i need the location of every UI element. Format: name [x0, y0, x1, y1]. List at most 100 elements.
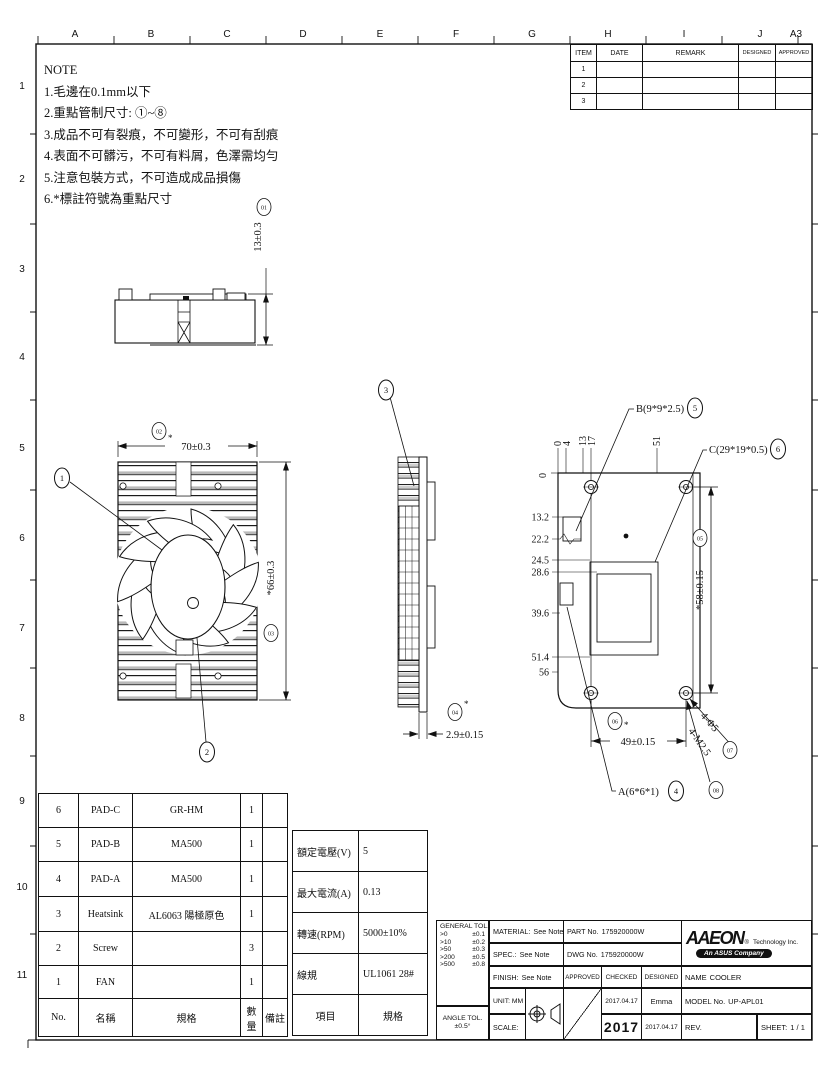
tol-value: ±0.1 [472, 931, 485, 938]
row-label: 4 [19, 352, 25, 363]
rev-header-remark: REMARK [642, 44, 739, 62]
note-line: 5.注意包裝方式，不可造成成品損傷 [44, 170, 241, 185]
dim-id-08: 08 [713, 789, 719, 795]
row-label: 8 [19, 713, 25, 724]
col-label: C [223, 29, 230, 40]
note-line: 2.重點管制尺寸: ①~⑧ [44, 106, 167, 120]
col-label: D [299, 29, 306, 40]
hole-dia-label: 4-Φ5 [698, 711, 721, 735]
top-dim-13: 13 [578, 436, 589, 446]
brand-suffix: Technology Inc. [752, 938, 799, 946]
bom-cell: 1 [240, 793, 263, 828]
approved-label: APPROVED [565, 973, 600, 981]
tol-range: >500 [440, 961, 455, 969]
pad-c-balloon: 6 [776, 444, 780, 454]
dim-49: 49±0.15 [621, 737, 656, 748]
angle-tol-title: ANGLE TOL. [442, 1015, 483, 1022]
general-tol-title: GENERAL TOL. [440, 923, 489, 930]
bom-cell: PAD-C [78, 793, 133, 828]
pad-c-outline [589, 561, 659, 656]
notes-title: NOTE [44, 63, 78, 77]
dim-id-07: 07 [727, 749, 733, 755]
dim-id-06-star: * [624, 720, 629, 730]
row-label: 2 [19, 174, 25, 185]
rev-header-approved: APPROVED [775, 44, 813, 62]
pad-a-text: A(6*6*1) [618, 787, 659, 798]
sheet-frame [27, 36, 818, 1048]
bom-cell [262, 965, 288, 999]
name-cell: NAME COOLER [681, 966, 812, 988]
checked-date: 2017.04.17 [605, 997, 638, 1005]
bom-header-name: 名稱 [78, 998, 133, 1037]
mount-height-dim: *58±0.15 05 [692, 486, 718, 694]
designed-date: 2017.04.17 [645, 1023, 678, 1031]
top-dim-4: 4 [562, 441, 573, 446]
bom-cell: 1 [240, 965, 263, 999]
projection-symbol-cell [525, 988, 564, 1040]
mount-width-dim: 49±0.15 06 * [590, 700, 687, 748]
bom-cell: PAD-A [78, 861, 133, 897]
note-line: 1.毛邊在0.1mm以下 [44, 84, 151, 99]
angle-tol-value: ±0.5° [454, 1023, 471, 1030]
designed-name-cell: Emma [641, 988, 682, 1014]
hole-callouts: 4-Φ5 07 4-M2.5 08 [686, 698, 738, 799]
registered-mark-icon: ® [744, 939, 749, 946]
pad-b-outline [562, 516, 582, 542]
row-label: 1 [19, 81, 25, 92]
grid-labels: A B C D E F G H I J A3 1 2 3 4 5 6 7 8 9… [16, 29, 802, 981]
dim-id-02: 02 [156, 430, 162, 436]
left-dim: 22.2 [532, 535, 550, 546]
spec-value: UL1061 28# [358, 953, 428, 995]
top-dim-0: 0 [553, 441, 564, 446]
unit-label: UNIT: MM [493, 997, 524, 1005]
bom-header-remark: 備註 [262, 998, 288, 1037]
profile-view [397, 456, 436, 713]
spec-label: 額定電壓(V) [292, 830, 359, 872]
pad-b-balloon: 5 [693, 403, 697, 413]
spec-label: 線規 [292, 953, 359, 995]
mount-top-dims: 0 4 13 17 51 [553, 436, 663, 473]
notes-block: NOTE 1.毛邊在0.1mm以下 2.重點管制尺寸: ①~⑧ 3.成品不可有裂… [44, 60, 278, 211]
col-label: A [72, 29, 79, 40]
approved-signature-cell [563, 988, 602, 1040]
thread-label: 4-M2.5 [686, 726, 713, 758]
dwg-no-label: DWG No. [567, 950, 598, 959]
bom-cell [262, 931, 288, 966]
dim-id-01: 01 [261, 206, 267, 212]
mounting-view [557, 472, 701, 709]
pad-a-outline [559, 582, 574, 606]
spec-footer-spec: 規格 [358, 994, 428, 1036]
third-angle-projection-icon [527, 1003, 560, 1025]
row-label: 7 [19, 623, 25, 634]
model-cell: MODEL No. UP-APL01 [681, 988, 812, 1014]
sheet-size-label: A3 [790, 29, 803, 40]
balloon-1: 1 [54, 467, 163, 551]
revision-table: ITEM DATE REMARK DESIGNED APPROVED 1 2 3 [570, 44, 813, 110]
approved-header: APPROVED [563, 966, 602, 988]
scale-label: SCALE: [493, 1022, 519, 1032]
spec-note-label: SPEC.: [493, 950, 517, 959]
balloon-2-num: 2 [205, 747, 209, 757]
bom-cell: PAD-B [78, 827, 133, 862]
asus-company-tagline: An ASUS Company [696, 948, 772, 958]
mount-left-dims: 0 13.2 22.2 24.5 28.6 39.6 51.4 56 [532, 472, 597, 679]
bom-cell: MA500 [132, 861, 241, 897]
angle-tolerance-box: ANGLE TOL. ±0.5° [436, 1006, 489, 1040]
dwg-no-cell: DWG No. 175920000W [563, 943, 682, 966]
bom-cell: 3 [240, 931, 263, 966]
checked-stamp-cell: 2017 [601, 1014, 642, 1040]
left-dim-zero: 0 [538, 473, 549, 478]
col-label: G [528, 29, 536, 40]
rev-label: REV. [685, 1022, 702, 1032]
bom-cell: 1 [240, 827, 263, 862]
row-label: 6 [19, 533, 25, 544]
model-value: UP-APL01 [728, 996, 764, 1006]
dim-id-04-star: * [464, 699, 469, 709]
material-label: MATERIAL: [493, 927, 531, 936]
pad-a-label: A(6*6*1) 4 [566, 606, 684, 802]
tol-value: ±0.2 [472, 938, 485, 946]
pad-c-text: C(29*19*0.5) [709, 445, 768, 456]
bom-cell: Screw [78, 931, 133, 966]
aaeon-logo: AAEON [686, 927, 745, 948]
bom-header-no: No. [38, 998, 79, 1037]
